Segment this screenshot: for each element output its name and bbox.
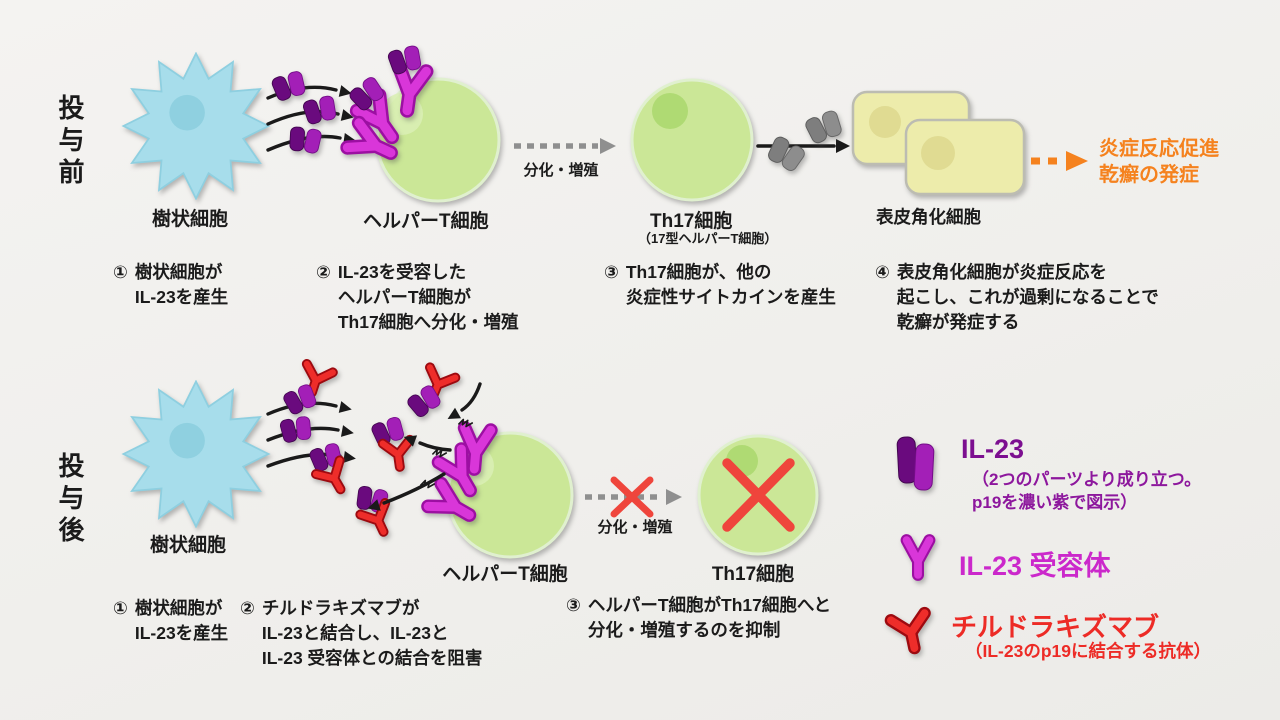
keratinocyte-cells bbox=[851, 90, 1026, 196]
il23-molecule bbox=[269, 68, 309, 104]
tildrakizumab-antibody bbox=[383, 440, 414, 469]
differentiation-arrow-before bbox=[514, 138, 616, 154]
legend-il23-icon bbox=[896, 436, 935, 491]
label-helper-t-before: ヘルパーT細胞 bbox=[363, 211, 489, 232]
th17-cell-after bbox=[697, 434, 819, 556]
differentiation-arrow-after bbox=[585, 476, 682, 518]
il23-secretion-arrows-after bbox=[266, 364, 357, 496]
step-number: ② bbox=[316, 262, 331, 282]
blocked-cross-large bbox=[722, 458, 795, 532]
step-text: 樹状細胞が IL-23を産生 bbox=[134, 262, 229, 307]
step-text: 表皮角化細胞が炎症反応を 起こし、これが過剰になることで 乾癬が発症する bbox=[896, 262, 1159, 332]
step-text: ヘルパーT細胞がTh17細胞へと 分化・増殖するのを抑制 bbox=[587, 595, 831, 640]
label-differentiation-before: 分化・増殖 bbox=[523, 162, 599, 179]
cytokine-molecule bbox=[802, 107, 846, 147]
label-th17-after: Th17細胞 bbox=[711, 564, 795, 585]
step-number: ② bbox=[240, 598, 255, 618]
label-dendritic-after: 樹状細胞 bbox=[150, 535, 227, 556]
legend-tildrakizumab-icon bbox=[891, 613, 931, 651]
outcome-text: 炎症反応促進 乾癬の発症 bbox=[1099, 138, 1219, 186]
dendritic-cell-shape bbox=[122, 52, 270, 200]
step-number: ① bbox=[113, 262, 128, 282]
step-text: Th17細胞が、他の 炎症性サイトカインを産生 bbox=[625, 262, 836, 307]
label-dendritic-before: 樹状細胞 bbox=[152, 209, 229, 230]
step-text: 樹状細胞が IL-23を産生 bbox=[134, 598, 229, 643]
label-keratinocyte: 表皮角化細胞 bbox=[876, 207, 981, 227]
step-note-before-4: ④ 表皮角化細胞が炎症反応を 起こし、これが過剰になることで 乾癬が発症する bbox=[875, 260, 1159, 335]
step-number: ③ bbox=[604, 262, 619, 282]
il23-receptor bbox=[907, 540, 930, 575]
legend-il23-receptor-icon bbox=[907, 540, 930, 575]
th17-cell-before bbox=[630, 78, 754, 202]
tildrakizumab-antibody bbox=[891, 613, 931, 651]
dendritic-cell-before bbox=[122, 52, 270, 200]
phase-label-after: 投与後 bbox=[55, 452, 85, 548]
legend-tildrakizumab-title: チルドラキズマブ bbox=[951, 612, 1160, 642]
label-differentiation-after: 分化・増殖 bbox=[597, 519, 673, 536]
legend-il23-note: （2つのパーツより成り立つ。 p19を濃い紫で図示） bbox=[972, 470, 1202, 512]
dendritic-cell-after bbox=[122, 380, 270, 528]
step-note-before-1: ① 樹状細胞が IL-23を産生 bbox=[113, 260, 228, 310]
cytokine-secretion-arrow bbox=[756, 107, 850, 175]
il23-secretion-arrows-before bbox=[266, 68, 356, 155]
legend-tildrakizumab-note: （IL-23のp19に結合する抗体） bbox=[965, 641, 1211, 661]
step-note-before-2: ② IL-23を受容した ヘルパーT細胞が Th17細胞へ分化・増殖 bbox=[316, 260, 519, 335]
helper-t-cell-after bbox=[428, 428, 574, 559]
step-note-before-3: ③ Th17細胞が、他の 炎症性サイトカインを産生 bbox=[604, 260, 836, 310]
step-number: ① bbox=[113, 598, 128, 618]
step-number: ③ bbox=[566, 595, 581, 615]
step-text: チルドラキズマブが IL-23と結合し、IL-23と IL-23 受容体との結合… bbox=[261, 598, 483, 668]
blocked-il23-antibody-complexes bbox=[354, 367, 482, 537]
step-note-after-1: ① 樹状細胞が IL-23を産生 bbox=[113, 596, 228, 646]
label-helper-t-after: ヘルパーT細胞 bbox=[442, 564, 568, 585]
blocked-cross-small bbox=[610, 476, 654, 518]
label-th17-before: Th17細胞 bbox=[650, 211, 733, 232]
legend-il23-title: IL-23 bbox=[961, 434, 1025, 464]
dendritic-cell-shape bbox=[122, 380, 270, 528]
inflammation-outcome-arrow bbox=[1031, 151, 1088, 171]
legend-receptor-title: IL-23 受容体 bbox=[959, 551, 1111, 581]
step-note-after-3: ③ ヘルパーT細胞がTh17細胞へと 分化・増殖するのを抑制 bbox=[566, 593, 831, 643]
label-th17-sub: （17型ヘルパーT細胞） bbox=[638, 231, 778, 246]
step-text: IL-23を受容した ヘルパーT細胞が Th17細胞へ分化・増殖 bbox=[337, 262, 519, 332]
step-number: ④ bbox=[875, 262, 890, 282]
helper-t-cell-before bbox=[347, 43, 501, 203]
phase-label-before: 投与前 bbox=[55, 94, 85, 190]
step-note-after-2: ② チルドラキズマブが IL-23と結合し、IL-23と IL-23 受容体との… bbox=[240, 596, 482, 671]
cytokine-molecule bbox=[764, 133, 808, 175]
